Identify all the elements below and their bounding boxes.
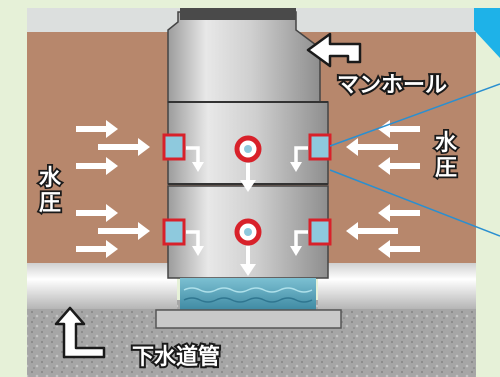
joint-seal-upper-left — [162, 133, 186, 161]
pressure-arrow-left — [378, 157, 420, 175]
sewer-pipe-right — [318, 263, 476, 309]
pressure-arrow-right — [98, 138, 150, 156]
pressure-arrow-right — [76, 120, 118, 138]
leak-arrow-down — [240, 246, 256, 276]
sewer-pipe-pointer-arrow — [54, 306, 106, 359]
seep-arrow-down — [186, 230, 204, 256]
water-pressure-label-left-1: 水 — [39, 166, 62, 191]
leak-arrow-down — [240, 163, 256, 192]
pressure-arrow-right — [76, 157, 118, 175]
pressure-arrow-left — [378, 204, 420, 222]
water-pressure-label-right-1: 水 — [435, 131, 458, 156]
pressure-arrow-left — [346, 222, 398, 240]
sewer-pipe-label: 下水道管 — [132, 344, 220, 370]
corner-accent — [474, 8, 500, 58]
leak-arrows — [186, 146, 308, 276]
joint-seal-lower-left — [162, 218, 186, 246]
callout-lines — [329, 83, 500, 237]
water-pressure-arrows-left — [76, 120, 150, 258]
manhole-cover — [180, 8, 296, 20]
water-pressure-label-left-2: 圧 — [39, 191, 61, 216]
seep-arrow-down — [186, 146, 204, 172]
manhole-base — [155, 309, 342, 329]
seep-arrow-down — [290, 230, 308, 256]
manhole-body — [155, 8, 342, 329]
pressure-arrow-left — [378, 240, 420, 258]
water-in-manhole — [180, 278, 316, 310]
manhole-pointer-arrow — [306, 32, 362, 68]
manhole-label: マンホール — [337, 73, 447, 98]
leak-points — [234, 135, 262, 246]
joint-seal-lower-right — [308, 218, 332, 246]
pressure-arrow-left — [346, 138, 398, 156]
seep-arrow-down — [290, 146, 308, 172]
joint-seals — [162, 133, 332, 246]
pressure-arrow-right — [76, 204, 118, 222]
pressure-arrow-right — [98, 222, 150, 240]
pressure-arrow-right — [76, 240, 118, 258]
sewer-pipe-left — [27, 263, 177, 309]
water-pressure-label-right-2: 圧 — [435, 156, 457, 181]
water-pressure-arrows-right — [346, 120, 420, 258]
joint-seal-upper-right — [308, 133, 332, 161]
